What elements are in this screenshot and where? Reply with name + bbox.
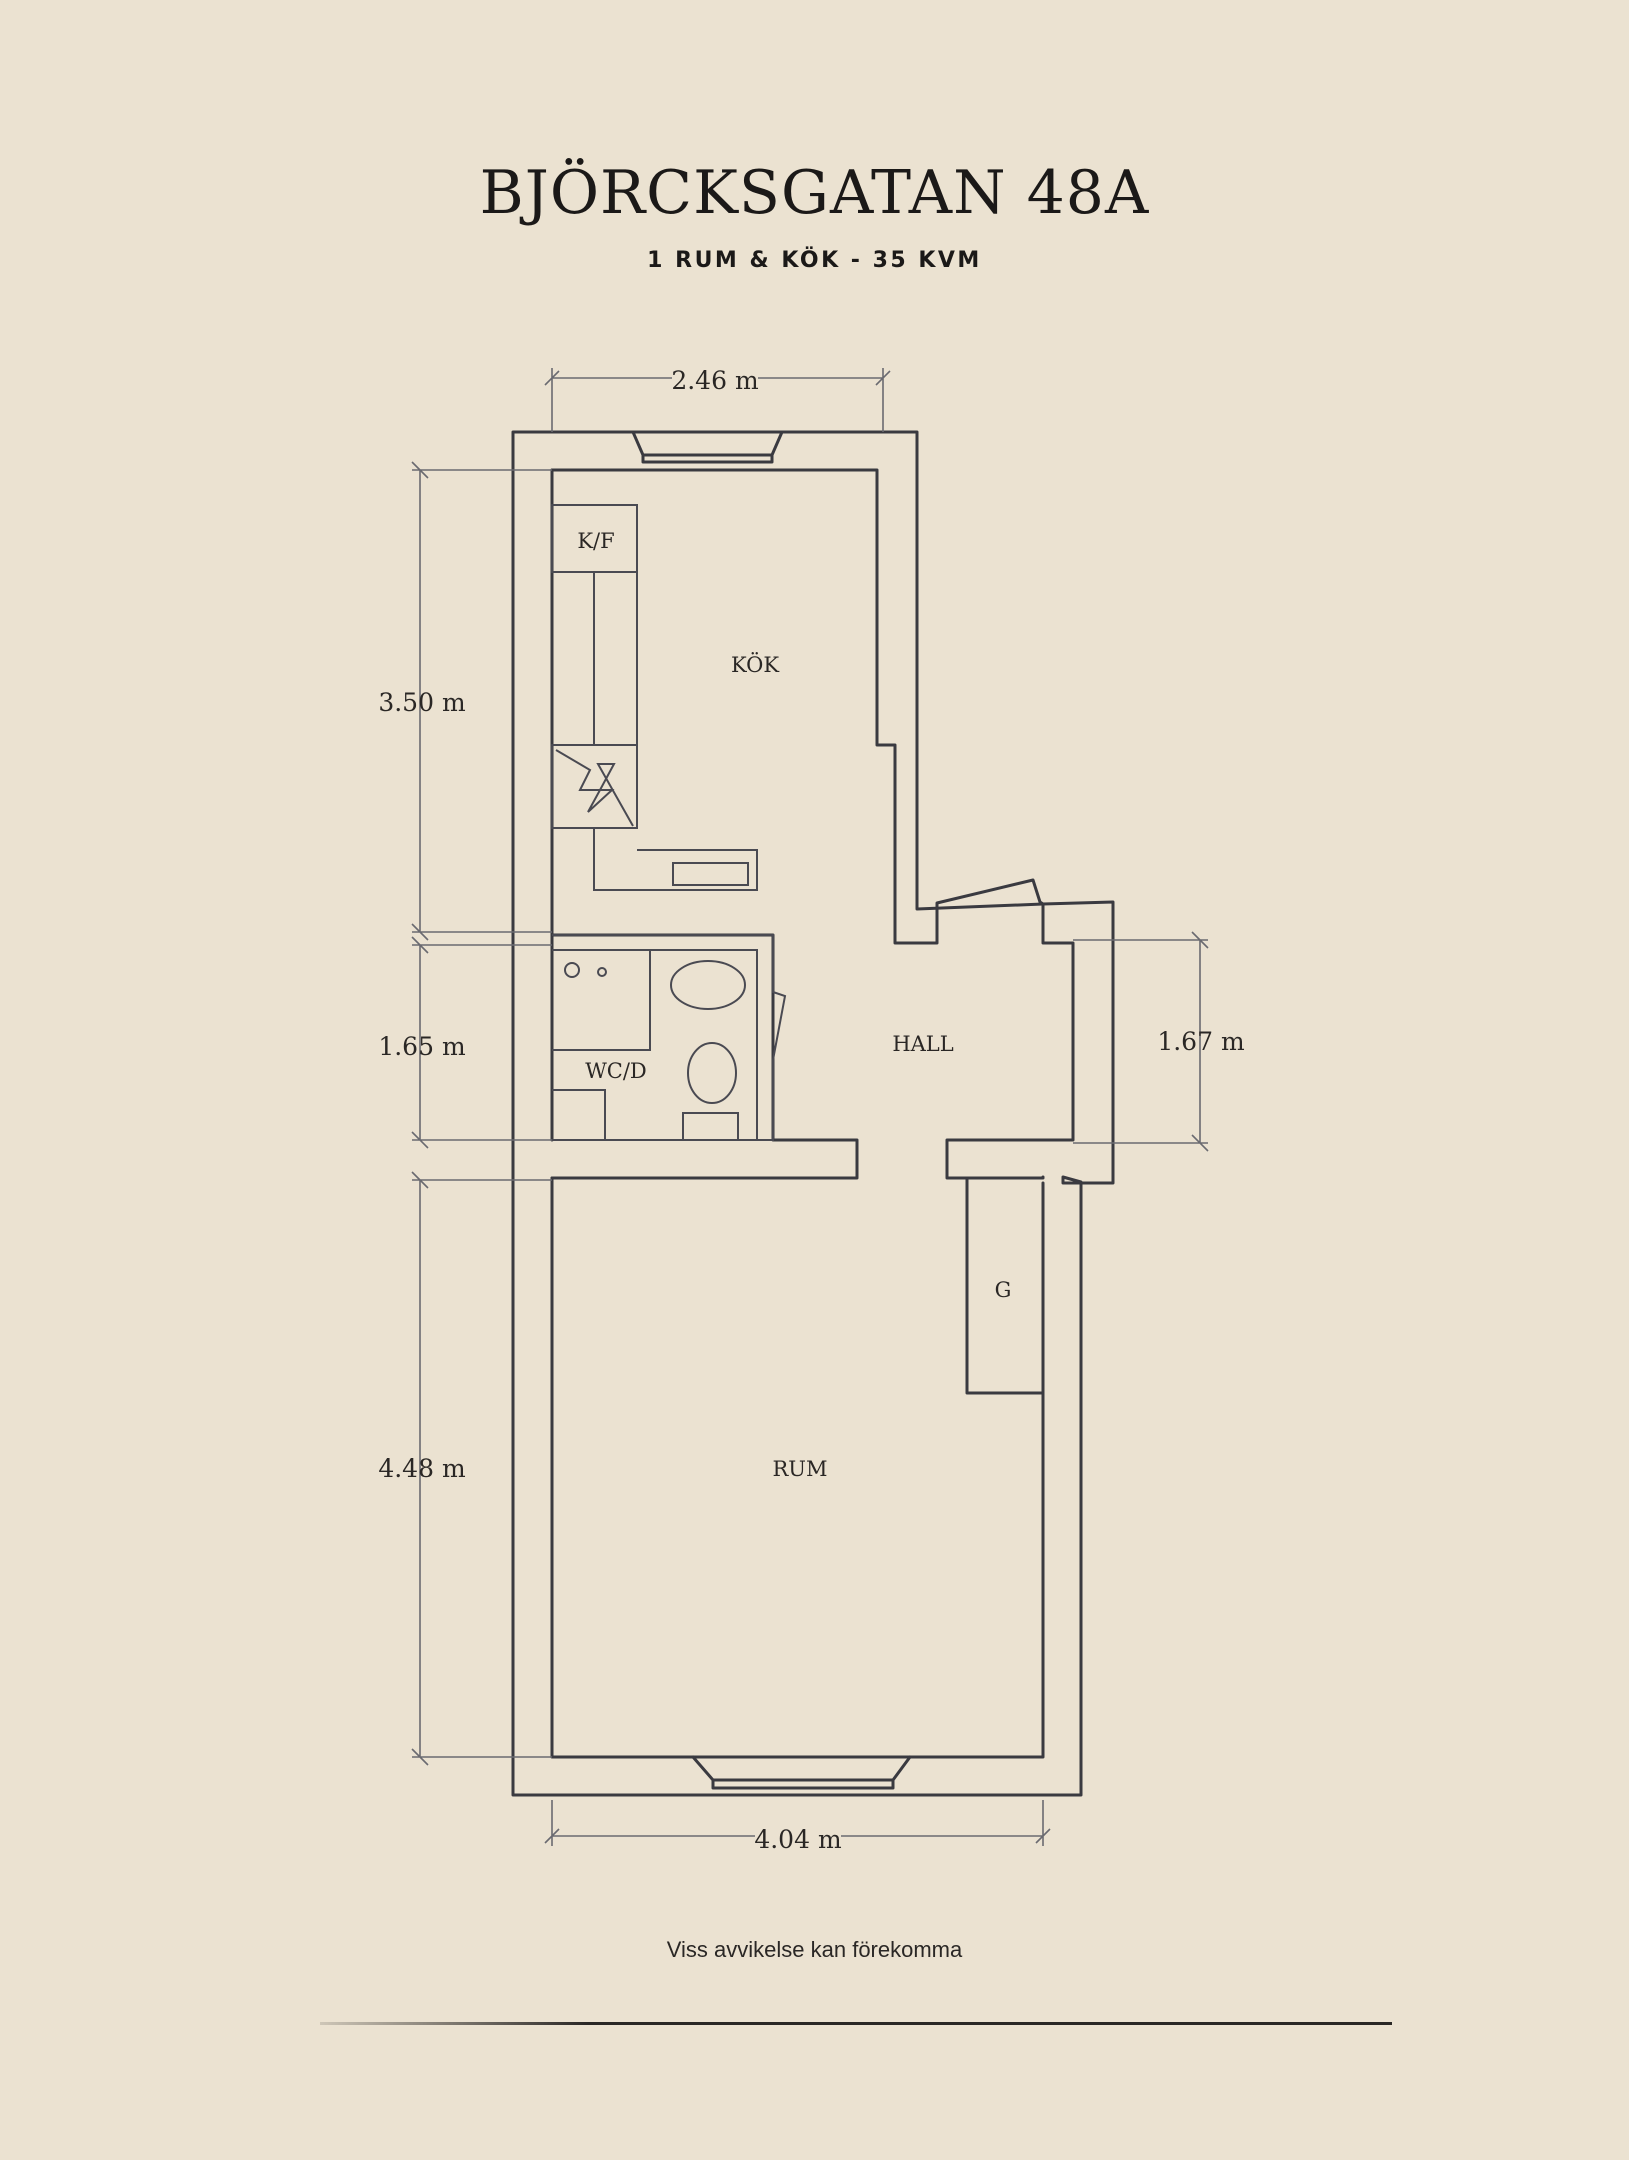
toilet-bowl-icon [687,1042,737,1104]
dim-kitchen [411,461,552,941]
outer-wall [511,430,1115,1797]
label-g: G [995,1278,1012,1302]
toilet-tank-icon [682,1112,739,1141]
sink [672,862,749,886]
bathroom-wall [552,934,787,1141]
washbasin-icon [670,960,746,1010]
dim-label-room: 4.48 m [378,1454,466,1483]
property-title: BJÖRCKSGATAN 48A [479,158,1150,228]
dimension-lines [411,368,1209,1846]
dim-label-bottom: 4.04 m [754,1825,842,1854]
room-inner [550,1176,1045,1759]
counter-inner [593,572,637,746]
stove-symbol [555,749,634,827]
window-top [631,430,784,464]
disclaimer-text: Viss avvikelse kan förekomma [666,1937,963,1962]
shower [552,950,651,1051]
bathroom-inner [552,949,758,1140]
dim-room [411,1171,552,1766]
counter-bottom [593,828,758,891]
label-kok: KÖK [731,652,779,677]
dim-label-top: 2.46 m [671,366,759,395]
shower-drain-icon [564,962,580,978]
dim-bath [411,936,552,1149]
label-rum: RUM [772,1457,827,1481]
label-kf: K/F [577,529,614,553]
dim-label-kitchen: 3.50 m [378,688,466,717]
label-wcd: WC/D [585,1059,647,1083]
label-hall: HALL [892,1032,953,1056]
dim-bottom-bg [755,1822,841,1852]
window-bottom [691,1755,912,1790]
closet-g [965,1176,1045,1395]
walls [511,430,1115,1797]
dim-hall [1073,931,1209,1152]
bathroom [552,934,787,1141]
bottom-divider [320,2022,1392,2025]
stove [551,744,638,829]
inner-wall-kitchen [550,468,1075,1180]
shower-head-icon [597,967,607,977]
dim-label-bath: 1.65 m [378,1032,466,1061]
washer-nook [552,1089,606,1140]
dim-label-hall: 1.67 m [1157,1027,1245,1056]
dim-top-bg [672,363,758,393]
property-subtitle: 1 RUM & KÖK - 35 KVM [647,248,982,273]
kitchen-fixtures [551,504,758,891]
